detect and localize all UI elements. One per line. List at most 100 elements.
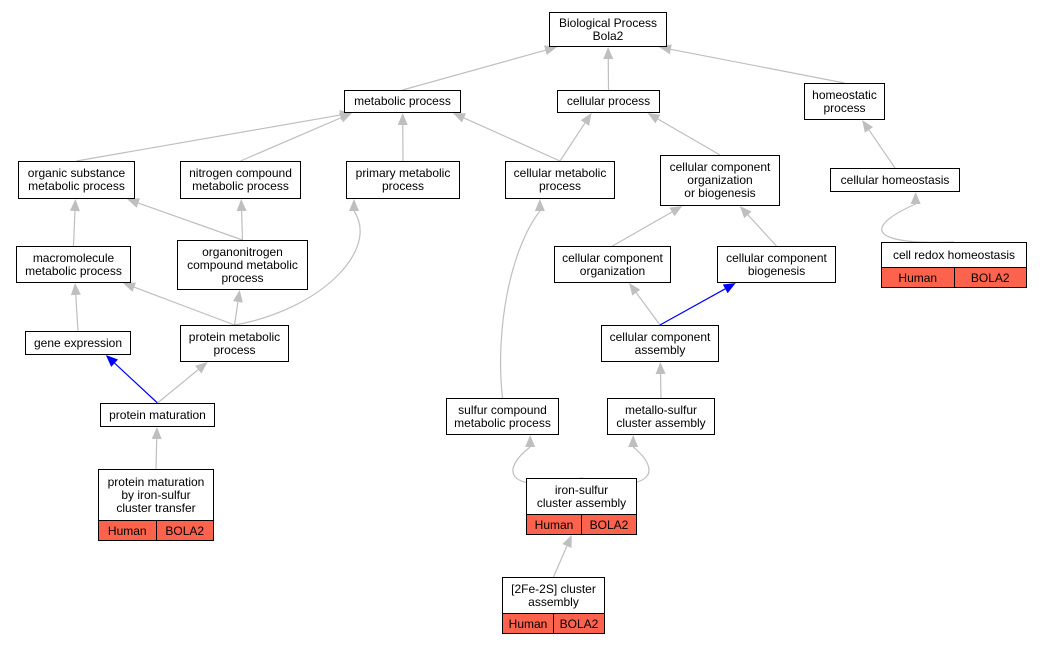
edge-cmp-to-cp — [559, 122, 586, 162]
go-term-label-line: assembly — [528, 594, 579, 609]
go-term-node-ge[interactable]: gene expression — [25, 331, 131, 355]
go-term-label-line: cellular metabolic — [513, 166, 607, 180]
go-term-label-line: protein maturation — [107, 474, 205, 489]
arrowhead-cmp-to-mp — [453, 113, 466, 123]
go-term-label-line: homeostatic — [812, 87, 877, 102]
edge-fe2s-to-isca — [552, 545, 568, 578]
gene-annotation[interactable]: BOLA2 — [155, 521, 213, 540]
arrowhead-prmp-to-mmp — [123, 282, 136, 292]
go-term-label-line: cellular component — [669, 160, 771, 174]
arrowhead-pmis-to-pm — [151, 427, 162, 440]
go-term-label-line: organonitrogen — [202, 244, 283, 259]
go-term-label-line: metabolic process — [28, 179, 125, 193]
gene-annotation[interactable]: BOLA2 — [581, 515, 636, 534]
arrowhead-ncmp-to-mp — [339, 113, 352, 123]
species-annotation[interactable]: Human — [527, 515, 581, 534]
gene-annotation[interactable]: BOLA2 — [953, 268, 1026, 287]
edge-ncmp-to-mp — [240, 117, 342, 162]
arrowhead-scmp-to-cmp — [534, 199, 545, 211]
go-term-label-line: process — [823, 100, 866, 115]
arrowhead-ge-to-mmp — [70, 283, 81, 296]
edge-osmp-to-mp — [76, 114, 341, 162]
go-term-label-line: organization — [579, 263, 646, 278]
arrowhead-cca-to-ccb — [722, 283, 736, 294]
go-term-label-line: cell redox homeostasis — [892, 247, 1016, 262]
go-term-label-line: or biogenesis — [684, 186, 756, 200]
arrowhead-mmp-to-osmp — [69, 199, 80, 212]
species-annotation[interactable]: Human — [882, 268, 954, 287]
go-term-label-line: cluster assembly — [616, 415, 706, 430]
go-term-label-line: metallo-sulfur — [624, 402, 698, 417]
go-term-node-cp[interactable]: cellular process — [557, 90, 660, 113]
go-term-label-line: protein metabolic — [188, 329, 281, 344]
go-term-label-line: cluster assembly — [536, 495, 627, 510]
go-term-label-line: process — [221, 270, 264, 285]
go-term-node-pm[interactable]: protein maturation — [100, 403, 215, 427]
go-term-label-line: organization — [687, 173, 753, 187]
edge-crh-to-ch — [881, 203, 955, 243]
arrowhead-cp-to-bp — [603, 47, 614, 60]
go-term-label: metabolic process — [345, 91, 460, 112]
go-term-label-line: primary metabolic — [355, 166, 451, 180]
gene-annotation[interactable]: BOLA2 — [553, 614, 604, 633]
arrowhead-prmp-to-pmp — [349, 199, 359, 211]
species-annotation[interactable]: Human — [503, 614, 553, 633]
go-term-label-line: biogenesis — [747, 263, 806, 278]
go-term-label-line: gene expression — [33, 335, 123, 350]
species-annotation[interactable]: Human — [99, 521, 156, 540]
edge-pmis-to-pm — [155, 438, 158, 470]
go-term-label-line: protein maturation — [109, 407, 206, 422]
go-term-label-line: nitrogen compound — [189, 166, 292, 180]
go-term-label-line: sulfur compound — [458, 402, 547, 417]
edge-mmp-to-osmp — [72, 210, 76, 247]
go-term-label-line: metabolic process — [454, 415, 551, 430]
arrowhead-crh-to-ch — [910, 192, 921, 204]
go-term-label-line: Bola2 — [592, 28, 624, 43]
go-term-label-line: assembly — [634, 342, 686, 357]
go-term-node-ch[interactable]: cellular homeostasis — [830, 168, 960, 192]
go-term-label-line: compound metabolic — [187, 257, 298, 272]
go-term-label-line: organic substance — [27, 166, 126, 180]
go-term-label-line: metabolic process — [192, 179, 289, 193]
arrowhead-isca-to-scmp — [525, 435, 536, 447]
go-term-label-line: Biological Process — [558, 15, 658, 30]
arrowhead-ccb-to-ccob — [739, 206, 752, 219]
go-term-node-mp[interactable]: metabolic process — [344, 90, 461, 113]
go-term-label-line: macromolecule — [32, 250, 115, 265]
